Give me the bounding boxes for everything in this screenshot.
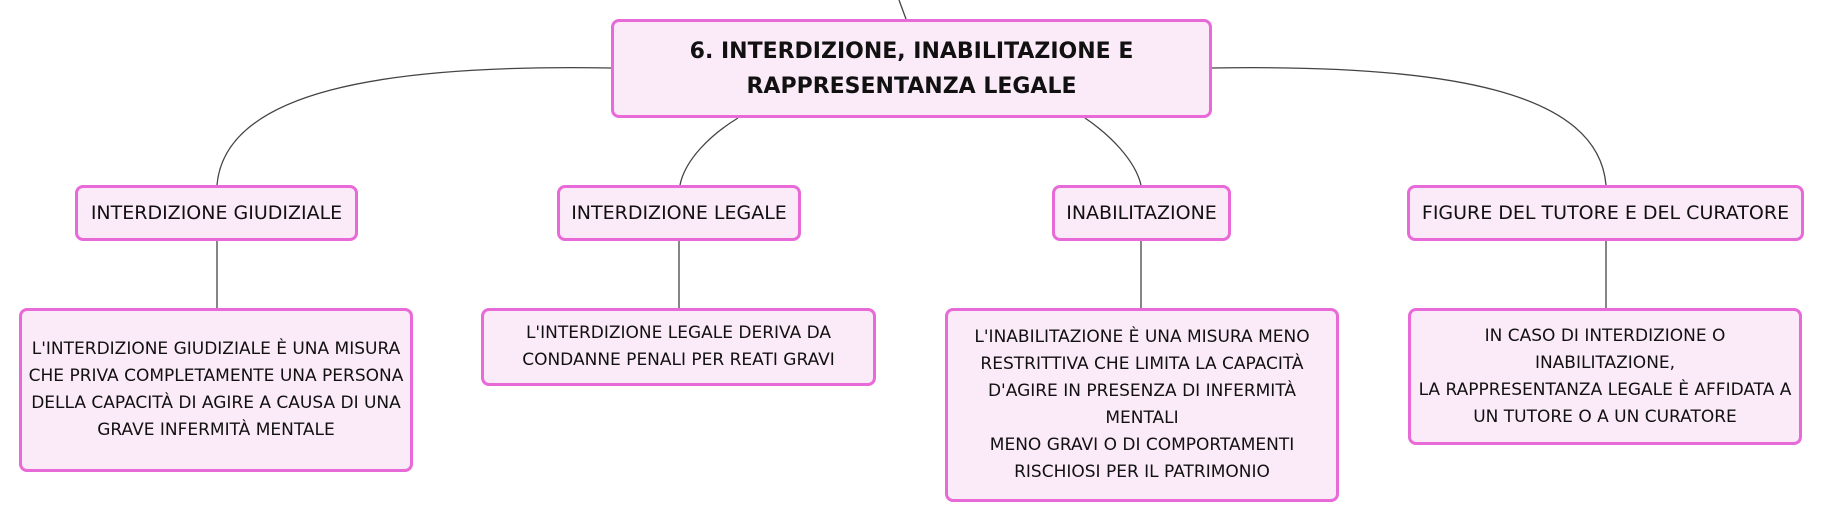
branch-label: INTERDIZIONE GIUDIZIALE <box>90 202 343 224</box>
description-node-tutore-curatore[interactable]: IN CASO DI INTERDIZIONE O INABILITAZIONE… <box>1408 308 1802 445</box>
description-node-inabilitazione[interactable]: L'INABILITAZIONE È UNA MISURA MENO RESTR… <box>945 308 1339 502</box>
main-title-line2: RAPPRESENTANZA LEGALE <box>746 73 1077 99</box>
description-line: L'INTERDIZIONE GIUDIZIALE È UNA MISURA <box>31 339 401 359</box>
description-line: RESTRITTIVA CHE LIMITA LA CAPACITÀ <box>980 354 1304 374</box>
branch-node-inabilitazione[interactable]: INABILITAZIONE <box>1052 185 1231 241</box>
description-node-interdizione-giudiziale[interactable]: L'INTERDIZIONE GIUDIZIALE È UNA MISURA C… <box>19 308 413 472</box>
description-line: L'INABILITAZIONE È UNA MISURA MENO <box>974 327 1310 347</box>
description-line: L'INTERDIZIONE LEGALE DERIVA DA <box>525 323 832 343</box>
description-line: CHE PRIVA COMPLETAMENTE UNA PERSONA <box>28 366 404 386</box>
main-title-line1: 6. INTERDIZIONE, INABILITAZIONE E <box>689 38 1134 64</box>
description-line: IN CASO DI INTERDIZIONE O INABILITAZIONE… <box>1484 325 1726 373</box>
description-line: UN TUTORE O A UN CURATORE <box>1473 406 1737 427</box>
branch-label: INTERDIZIONE LEGALE <box>571 202 787 224</box>
description-line: LA RAPPRESENTANZA LEGALE È AFFIDATA A <box>1418 379 1792 400</box>
description-line: CONDANNE PENALI PER REATI GRAVI <box>522 350 835 370</box>
description-line: MENO GRAVI O DI COMPORTAMENTI <box>989 435 1295 455</box>
description-line: DELLA CAPACITÀ DI AGIRE A CAUSA DI UNA <box>31 393 401 413</box>
connector-main-branch-4 <box>1211 67 1607 186</box>
branch-label: INABILITAZIONE <box>1066 202 1217 224</box>
connector-main-branch-2 <box>679 117 739 186</box>
main-topic-node[interactable]: 6. INTERDIZIONE, INABILITAZIONE E RAPPRE… <box>611 19 1212 118</box>
branch-node-interdizione-giudiziale[interactable]: INTERDIZIONE GIUDIZIALE <box>75 185 358 241</box>
description-node-interdizione-legale[interactable]: L'INTERDIZIONE LEGALE DERIVA DA CONDANNE… <box>481 308 876 386</box>
connector-main-branch-3 <box>1084 117 1142 186</box>
branch-node-interdizione-legale[interactable]: INTERDIZIONE LEGALE <box>557 185 801 241</box>
connector-parent <box>898 0 907 20</box>
connector-main-branch-1 <box>216 67 612 186</box>
description-line: RISCHIOSI PER IL PATRIMONIO <box>1014 462 1270 482</box>
description-line: GRAVE INFERMITÀ MENTALE <box>97 420 335 440</box>
branch-label: FIGURE DEL TUTORE E DEL CURATORE <box>1421 202 1790 224</box>
description-line: D'AGIRE IN PRESENZA DI INFERMITÀ MENTALI <box>987 381 1297 428</box>
branch-node-tutore-curatore[interactable]: FIGURE DEL TUTORE E DEL CURATORE <box>1407 185 1804 241</box>
